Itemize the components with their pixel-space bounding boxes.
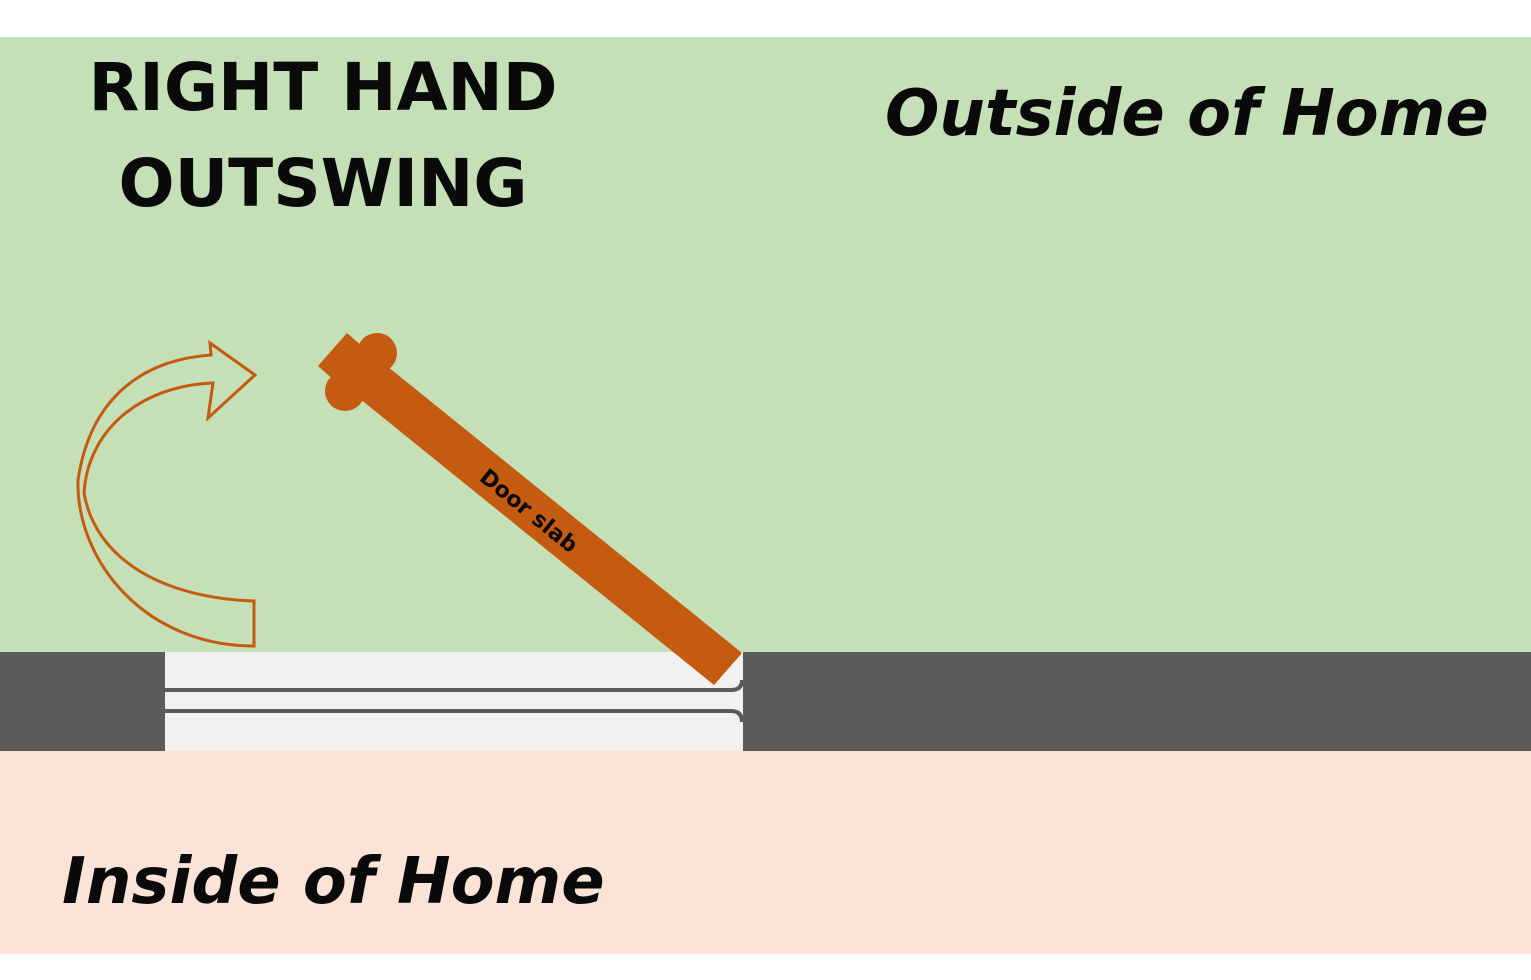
bottom-margin xyxy=(0,954,1531,980)
outside-zone xyxy=(0,37,1531,652)
wall-right xyxy=(743,652,1531,751)
hinge-icon xyxy=(357,333,397,373)
title-line-2: OUTSWING xyxy=(118,145,528,222)
hinge-icon-knuckle xyxy=(325,371,365,411)
threshold-groove-bottom xyxy=(165,709,744,723)
diagram-title: RIGHT HAND OUTSWING xyxy=(40,40,606,232)
threshold-groove-top xyxy=(165,679,744,692)
curved-arrow-icon xyxy=(76,339,258,648)
top-margin xyxy=(0,0,1531,37)
door-slab-body xyxy=(328,341,742,685)
inside-label: Inside of Home xyxy=(62,845,605,919)
outside-label: Outside of Home xyxy=(885,77,1489,151)
door-threshold xyxy=(165,652,743,751)
door-slab-end xyxy=(318,333,364,381)
title-line-1: RIGHT HAND xyxy=(88,49,558,126)
door-slab: Door slab xyxy=(318,333,742,685)
wall-left xyxy=(0,652,165,751)
inside-zone xyxy=(0,751,1531,954)
